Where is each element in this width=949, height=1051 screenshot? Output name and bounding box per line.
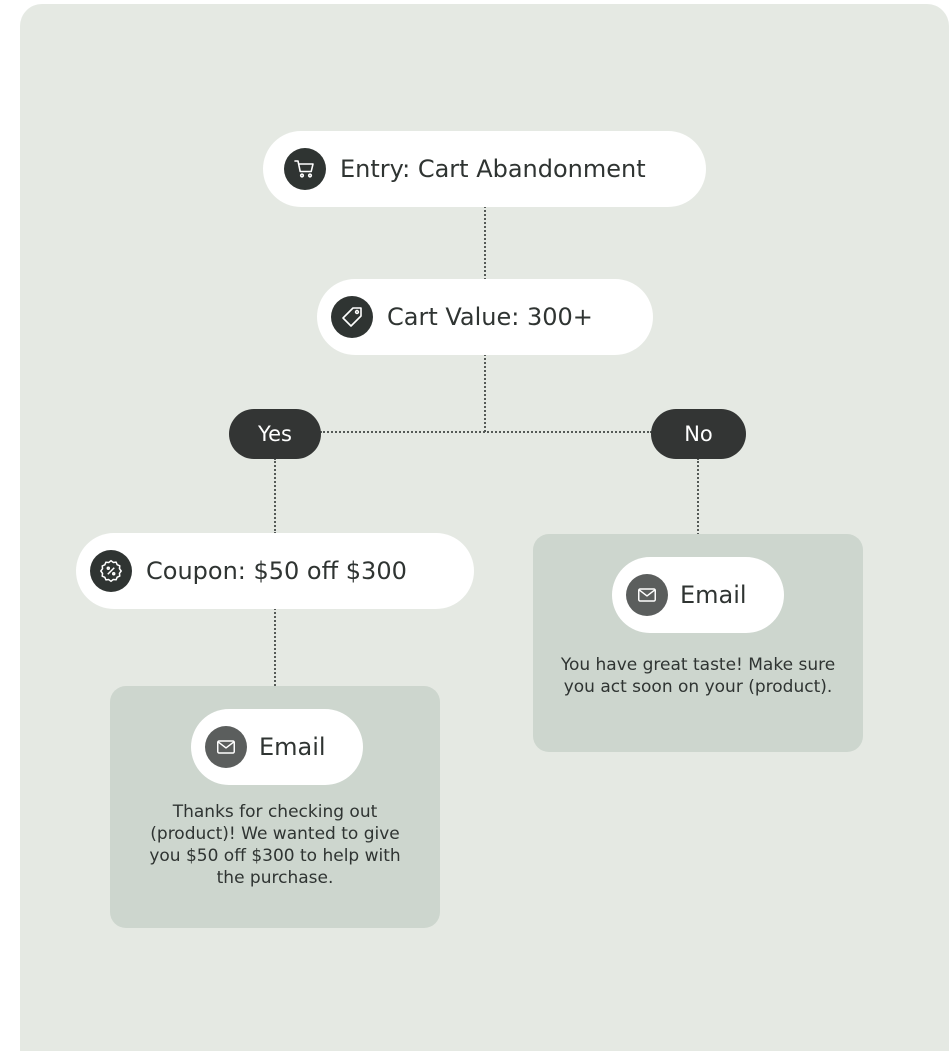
condition-node[interactable]: Cart Value: 300+ — [317, 279, 653, 355]
email-no-node[interactable]: Email — [612, 557, 784, 633]
email-yes-node-label: Email — [259, 733, 326, 761]
coupon-node-label: Coupon: $50 off $300 — [146, 557, 407, 585]
email-no-body: You have great taste! Make sure you act … — [560, 655, 836, 697]
connector-coupon-to-email — [274, 608, 276, 710]
connector-no-to-email — [697, 458, 699, 558]
branch-yes-tag[interactable]: Yes — [229, 409, 321, 459]
email-yes-node[interactable]: Email — [191, 709, 363, 785]
email-no-node-label: Email — [680, 581, 747, 609]
condition-node-label: Cart Value: 300+ — [387, 303, 593, 331]
discount-badge-icon — [90, 550, 132, 592]
tag-icon — [331, 296, 373, 338]
email-yes-body: Thanks for checking out (product)! We wa… — [149, 802, 401, 888]
connector-branch-horizontal — [320, 431, 652, 433]
envelope-icon — [205, 726, 247, 768]
branch-no-tag[interactable]: No — [651, 409, 746, 459]
connector-yes-to-coupon — [274, 458, 276, 534]
entry-node[interactable]: Entry: Cart Abandonment — [263, 131, 706, 207]
connector-condition-to-branch — [484, 354, 486, 432]
coupon-node[interactable]: Coupon: $50 off $300 — [76, 533, 474, 609]
envelope-icon — [626, 574, 668, 616]
entry-node-label: Entry: Cart Abandonment — [340, 155, 646, 183]
connector-entry-to-condition — [484, 206, 486, 280]
cart-icon — [284, 148, 326, 190]
